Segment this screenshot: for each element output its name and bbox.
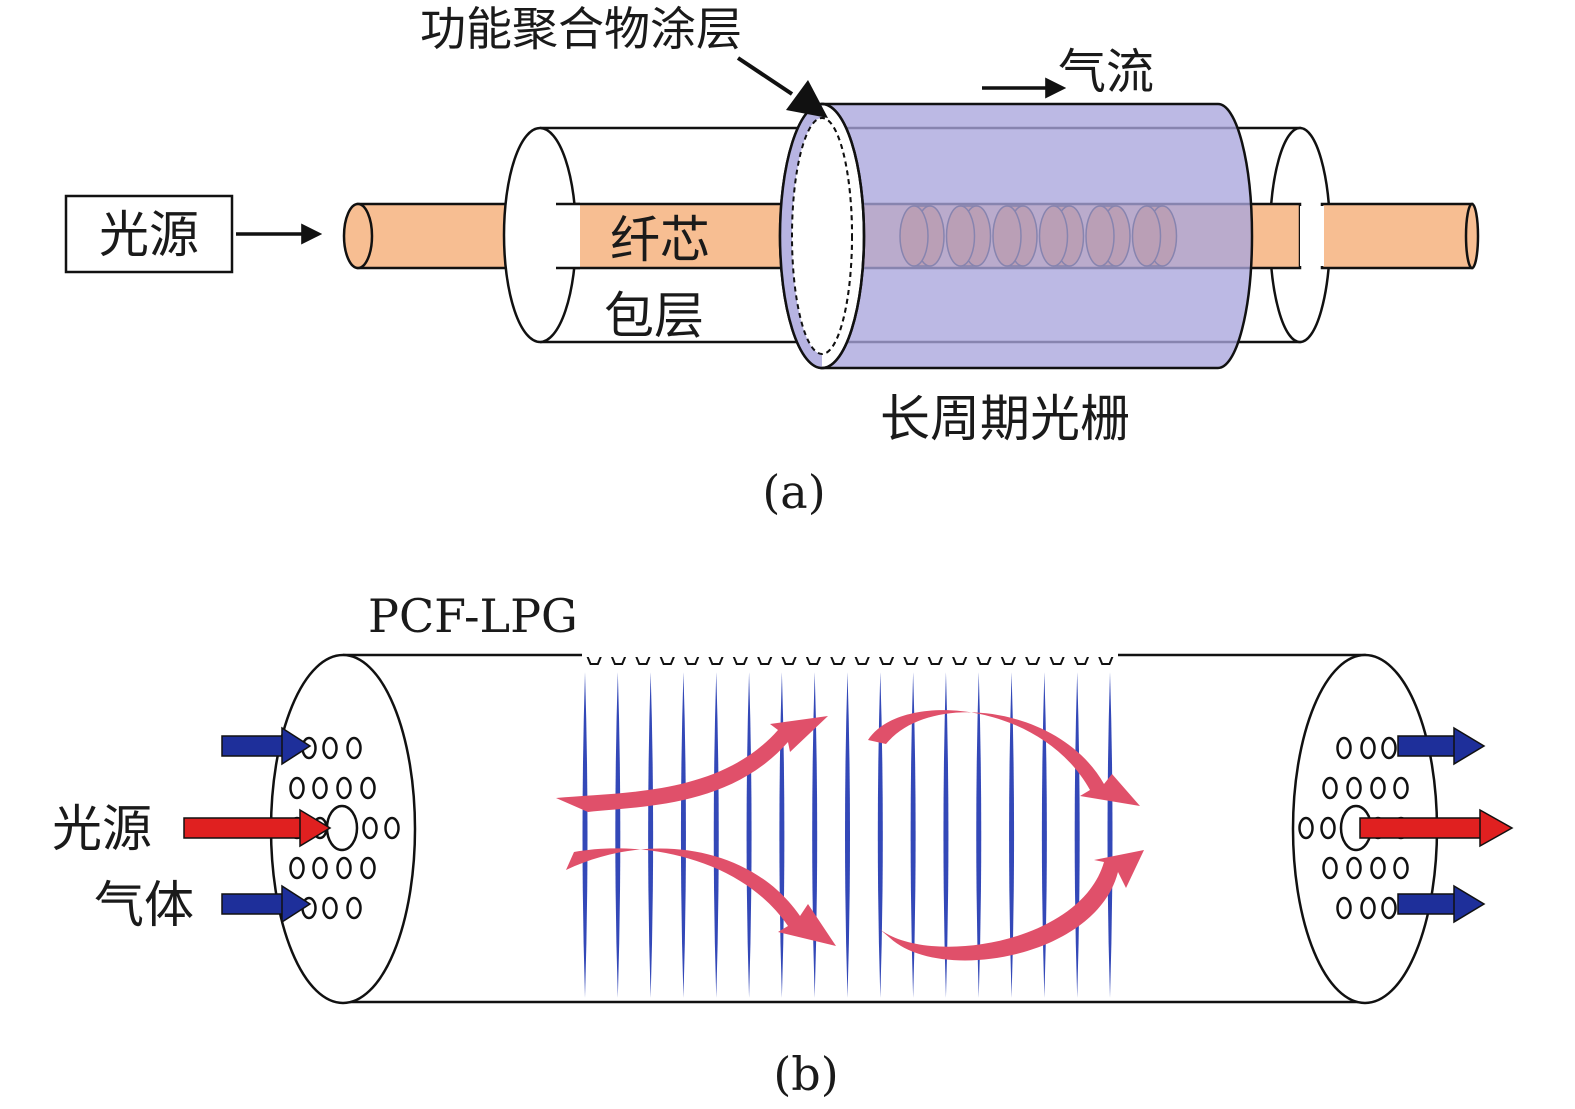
air-hole — [1381, 896, 1397, 920]
core-label: 纤芯 — [610, 211, 710, 269]
light-source-box: 光源 — [64, 194, 234, 274]
light-source-label: 光源 — [99, 206, 199, 264]
air-hole — [1298, 816, 1314, 840]
grating-line — [910, 672, 916, 998]
air-hole — [312, 856, 328, 880]
air-hole — [1381, 736, 1397, 760]
airflow-label: 气流 — [1058, 44, 1154, 100]
air-hole — [1393, 856, 1409, 880]
grating-label: 长周期光栅 — [880, 390, 1130, 448]
air-hole — [1360, 896, 1376, 920]
coating-label: 功能聚合物涂层 — [420, 2, 742, 56]
grating-line — [976, 672, 982, 998]
air-hole — [322, 896, 338, 920]
air-hole — [1336, 896, 1352, 920]
air-hole — [1322, 776, 1338, 800]
grating-line — [746, 672, 752, 998]
air-hole — [1370, 856, 1386, 880]
air-hole — [1336, 736, 1352, 760]
grating-line — [877, 672, 883, 998]
flow-arrow-3 — [868, 710, 1140, 806]
air-hole — [1360, 736, 1376, 760]
air-hole — [322, 736, 338, 760]
grating-line — [648, 672, 654, 998]
grating-line — [582, 672, 588, 998]
grating-line — [713, 672, 719, 998]
caption-a: (a) — [762, 465, 825, 519]
air-hole — [1346, 856, 1362, 880]
air-hole — [362, 816, 378, 840]
air-hole — [1370, 776, 1386, 800]
outlet-arrows — [1359, 726, 1514, 924]
air-hole — [312, 776, 328, 800]
air-hole — [346, 736, 362, 760]
light-outlet-arrow — [1359, 808, 1514, 848]
grating-line — [943, 672, 949, 998]
pcf-lpg-label: PCF-LPG — [368, 589, 578, 643]
air-hole — [1393, 776, 1409, 800]
light-inlet-arrow — [183, 808, 332, 848]
air-hole — [1320, 816, 1336, 840]
air-hole — [384, 816, 400, 840]
light-source-label-b: 光源 — [52, 800, 152, 858]
air-hole — [289, 776, 305, 800]
inlet-arrows — [183, 726, 332, 924]
polymer-coating — [778, 102, 1254, 370]
grating-line — [1009, 672, 1015, 998]
core-hole — [325, 804, 359, 852]
gas-inlet-arrow-bottom — [221, 884, 312, 924]
air-hole — [346, 896, 362, 920]
panel-b: PCF-LPG 光源 气体 (b) — [52, 589, 1514, 1101]
fiber-right-stub — [1300, 202, 1480, 270]
cladding-label: 包层 — [604, 287, 704, 345]
air-hole — [1346, 776, 1362, 800]
air-hole — [360, 856, 376, 880]
flow-arrow-4 — [876, 850, 1144, 961]
panel-a: 光源 功能聚合物涂层 气流 纤芯 包层 长周期光栅 (a) — [64, 2, 1480, 519]
grating-line — [845, 672, 850, 998]
flow-arrow-2 — [566, 848, 836, 946]
coating-pointer-arrow — [736, 56, 828, 118]
caption-b: (b) — [773, 1047, 838, 1101]
pcf-fiber-body — [269, 653, 1439, 1005]
air-hole — [360, 776, 376, 800]
gas-outlet-arrow-bottom — [1397, 884, 1486, 924]
grating-line — [1041, 672, 1047, 998]
grating-line — [680, 672, 686, 998]
air-hole — [336, 856, 352, 880]
gas-flow-arrows — [556, 710, 1144, 961]
air-hole — [1322, 856, 1338, 880]
gas-outlet-arrow-top — [1397, 726, 1486, 766]
grating-line — [615, 672, 621, 998]
gas-inlet-arrow-top — [221, 726, 312, 766]
gas-label: 气体 — [94, 876, 194, 934]
pcf-grating-lines — [582, 672, 1113, 998]
grating-line — [1107, 672, 1113, 998]
air-hole — [289, 856, 305, 880]
air-hole — [336, 776, 352, 800]
flow-arrow-1 — [556, 716, 828, 812]
